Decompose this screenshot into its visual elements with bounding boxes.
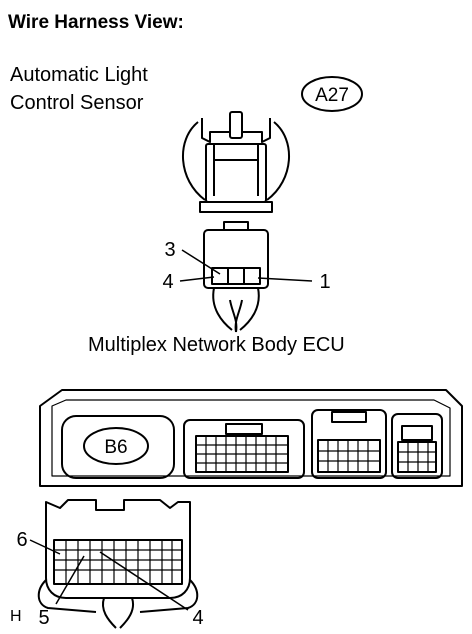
corner-mark: H — [10, 608, 22, 625]
ecu-pin4-label: 4 — [192, 607, 203, 629]
sensor-pin4-label: 4 — [162, 271, 173, 293]
ecu-harness-connector — [37, 499, 199, 629]
ecu-pin5-leader — [55, 555, 85, 605]
sensor-pin1-leader — [257, 277, 313, 282]
ecu-name: Multiplex Network Body ECU — [88, 334, 345, 356]
ecu-socket-medium — [311, 409, 387, 479]
page-title: Wire Harness View: — [8, 12, 184, 33]
sensor-pin3-label: 3 — [164, 239, 175, 261]
ecu-connector-code: B6 — [104, 437, 127, 458]
ecu-socket-small — [391, 413, 443, 479]
sensor-name-line1: Automatic Light — [10, 64, 148, 86]
sensor-name-line2: Control Sensor — [10, 92, 144, 114]
sensor-connector-badge: A27 — [301, 76, 363, 112]
sensor-pin4-leader — [179, 276, 215, 282]
sensor-connector-code: A27 — [315, 85, 349, 106]
ecu-pin4-leader — [99, 551, 189, 611]
ecu-pin6-leader — [29, 539, 61, 555]
ecu-housing — [39, 389, 463, 487]
sensor-harness-connector — [203, 221, 269, 333]
ecu-socket-large — [183, 419, 305, 479]
sensor-pin3-leader — [181, 249, 221, 275]
ecu-b6-socket: B6 — [61, 415, 175, 479]
ecu-pin5-label: 5 — [38, 607, 49, 629]
ecu-pin6-label: 6 — [16, 529, 27, 551]
sensor-body — [181, 111, 291, 213]
sensor-pin1-label: 1 — [319, 271, 330, 293]
